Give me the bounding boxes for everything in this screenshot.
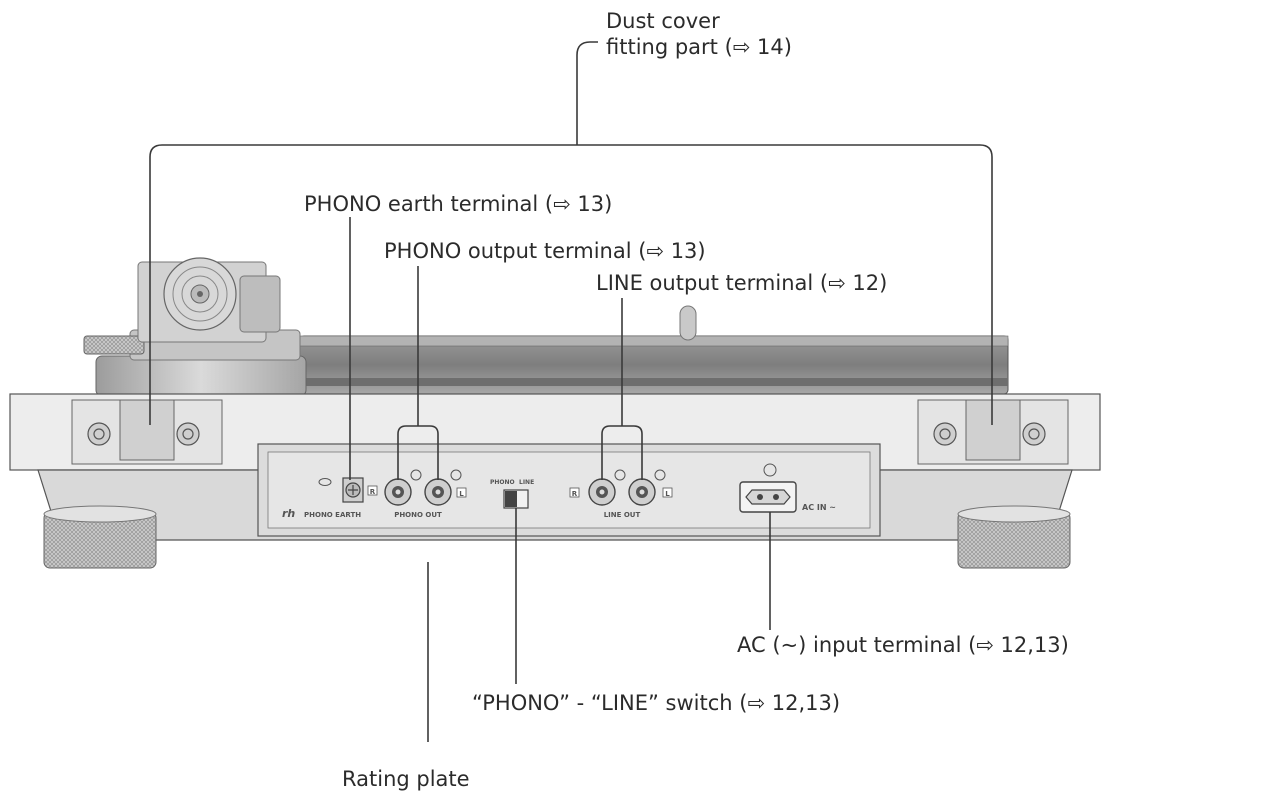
- spindle: [679, 305, 697, 341]
- dust-cover-hinge-right: [965, 399, 1021, 461]
- line-output-terminals: R L LINE OUT: [569, 469, 673, 519]
- feet: [43, 505, 1071, 569]
- left-channel-mark: L: [665, 490, 670, 498]
- ac-input-terminal: AC IN ~: [739, 463, 836, 513]
- callout-rating-plate: Rating plate: [342, 767, 470, 791]
- screw-icon: [176, 422, 200, 446]
- panel-label-line-out: LINE OUT: [604, 511, 641, 519]
- tonearm-assembly: [83, 257, 307, 397]
- callout-phono-earth: PHONO earth terminal (⇨ 13): [304, 192, 613, 216]
- dust-cover-bracket-line: [149, 144, 993, 425]
- phono-output-terminals: L PHONO OUT: [384, 469, 467, 519]
- screw-icon: [1022, 422, 1046, 446]
- rear-panel: R rh PHONO EARTH L PHONO OUT PHONO LINE: [257, 443, 881, 537]
- switch-label-line: LINE: [519, 479, 534, 486]
- panel-label-phono-earth: PHONO EARTH: [304, 511, 361, 519]
- callout-phono-line-switch: “PHONO” - “LINE” switch (⇨ 12,13): [472, 691, 841, 715]
- panel-label-phono-out: PHONO OUT: [394, 511, 442, 519]
- knurled-ring: [83, 335, 145, 355]
- platter: [299, 305, 1009, 395]
- phono-earth-terminal: R rh PHONO EARTH: [282, 477, 378, 520]
- dust-cover-hinge-left: [119, 399, 175, 461]
- panel-label-ac-in: AC IN ~: [802, 503, 836, 512]
- leader-lines: [149, 41, 993, 742]
- right-channel-mark: R: [370, 488, 376, 496]
- callout-dust-cover: Dust cover fitting part (⇨ 14): [606, 9, 792, 59]
- switch-label-phono: PHONO: [490, 479, 515, 486]
- earth-symbol-icon: rh: [282, 507, 295, 520]
- callout-phono-output: PHONO output terminal (⇨ 13): [384, 239, 706, 263]
- dust-cover-leader-line: [576, 41, 598, 145]
- right-channel-mark: R: [572, 490, 578, 498]
- callout-line-output: LINE output terminal (⇨ 12): [596, 271, 888, 295]
- screw-icon: [933, 422, 957, 446]
- phono-line-switch: PHONO LINE: [490, 479, 534, 509]
- callout-ac-input: AC (∼) input terminal (⇨ 12,13): [737, 633, 1069, 657]
- left-channel-mark: L: [459, 490, 464, 498]
- screw-icon: [87, 422, 111, 446]
